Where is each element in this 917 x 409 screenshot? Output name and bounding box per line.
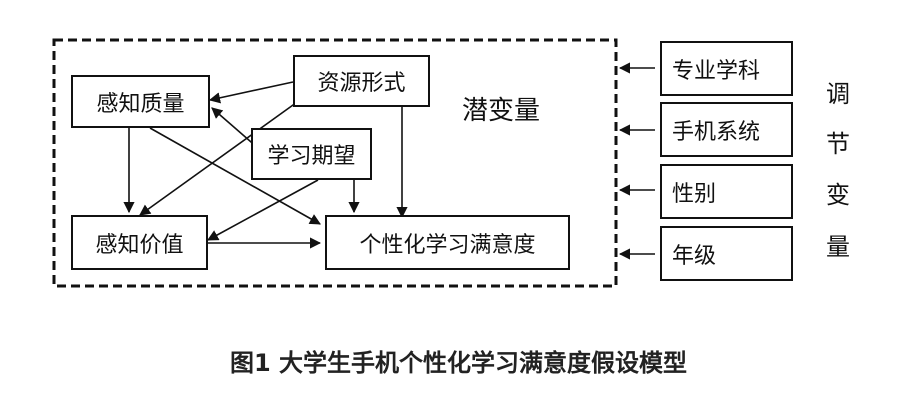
moderator-gender: 性别 (660, 164, 793, 219)
moderator-grade: 年级 (660, 226, 793, 281)
arrow-expectation-to-quality (211, 107, 259, 149)
latent-variable-frame (52, 38, 618, 288)
moderator-label-char-2: 节 (826, 130, 850, 158)
arrow-quality-to-satisfaction (149, 127, 321, 225)
node-learning-expectation: 学习期望 (251, 128, 372, 180)
arrow-resource-to-value (139, 99, 301, 216)
moderator-phone-system: 手机系统 (660, 102, 793, 157)
arrow-expectation-to-value (207, 179, 319, 241)
figure-caption: 图1 大学生手机个性化学习满意度假设模型 (229, 349, 688, 377)
node-perceived-value: 感知价值 (71, 215, 208, 270)
moderator-major: 专业学科 (660, 41, 793, 96)
moderator-label-char-3: 变 (826, 181, 850, 209)
moderator-label-char-4: 量 (826, 233, 850, 261)
node-resource-form: 资源形式 (293, 55, 430, 107)
arrow-resource-to-quality (208, 81, 294, 104)
latent-variable-label: 潜变量 (462, 96, 541, 126)
node-perceived-quality: 感知质量 (71, 75, 210, 128)
node-personalized-learning-satisfaction: 个性化学习满意度 (325, 215, 570, 270)
moderator-label-char-1: 调 (826, 80, 850, 108)
